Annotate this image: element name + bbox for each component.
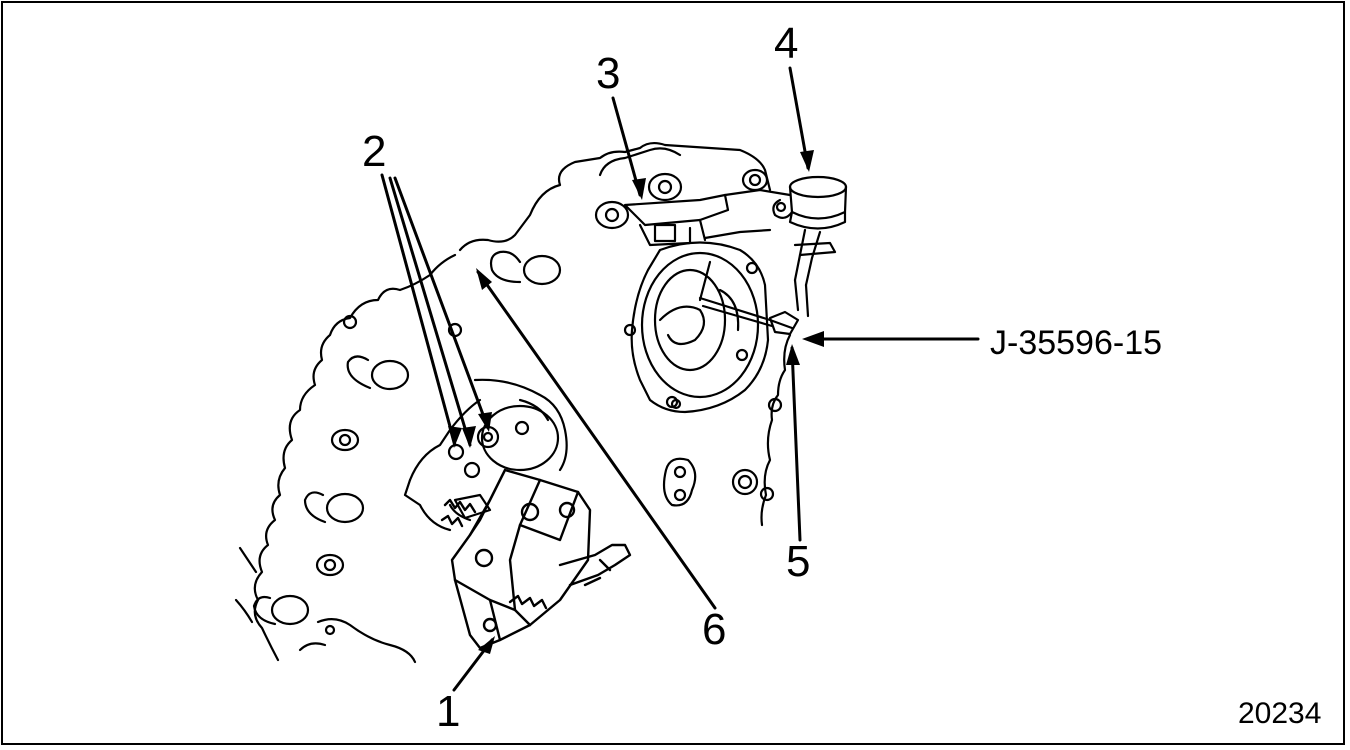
left-bosses [252,250,562,664]
callout-3: 3 [596,49,621,98]
callout-2: 2 [362,127,387,176]
impeller-housing [623,241,770,414]
arrowheads [448,150,824,654]
tool-fixture [440,468,632,650]
callout-1: 1 [436,687,461,736]
upper-housing [594,147,792,247]
linkage [698,278,810,336]
figure-number: 20234 [1238,697,1322,730]
callout-5: 5 [786,537,811,586]
tool-part-number-label: J-35596-15 [990,324,1163,362]
lower-pump-body [403,378,568,532]
callout-6: 6 [702,605,727,654]
actuator [703,175,848,287]
housing-outline [253,141,772,662]
right-gasket-edge [662,333,792,527]
callout-4: 4 [774,19,799,68]
leader-lines [380,66,980,692]
